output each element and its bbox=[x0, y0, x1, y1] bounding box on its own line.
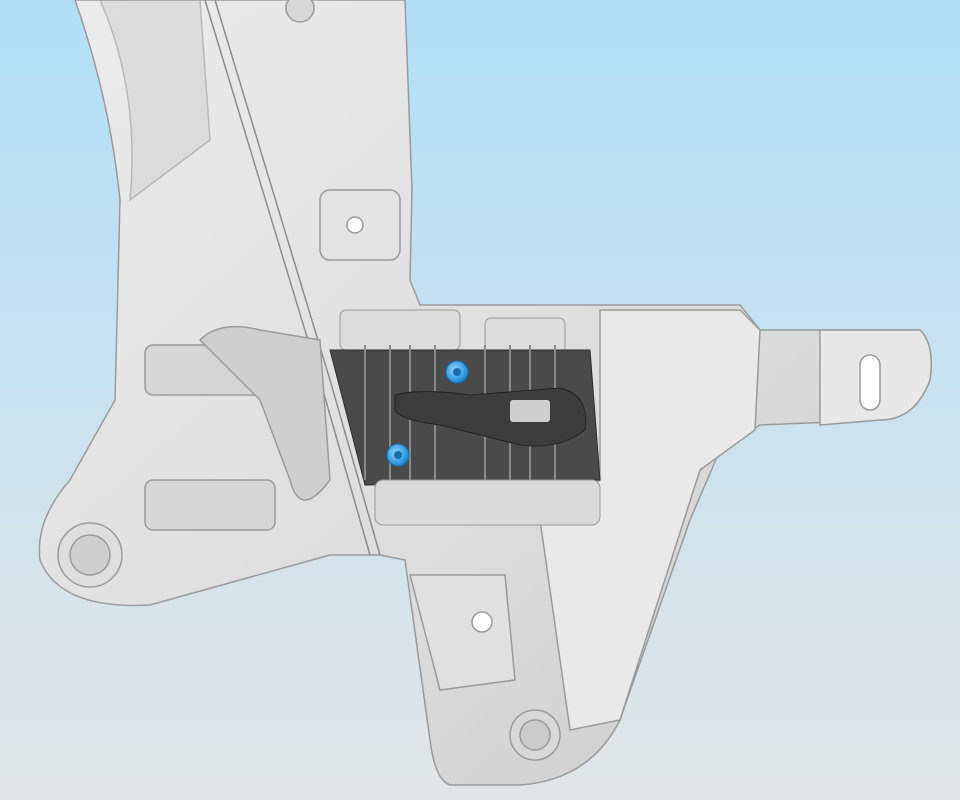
fastener-upper[interactable] bbox=[445, 360, 469, 384]
fastener-lower[interactable] bbox=[386, 443, 410, 467]
